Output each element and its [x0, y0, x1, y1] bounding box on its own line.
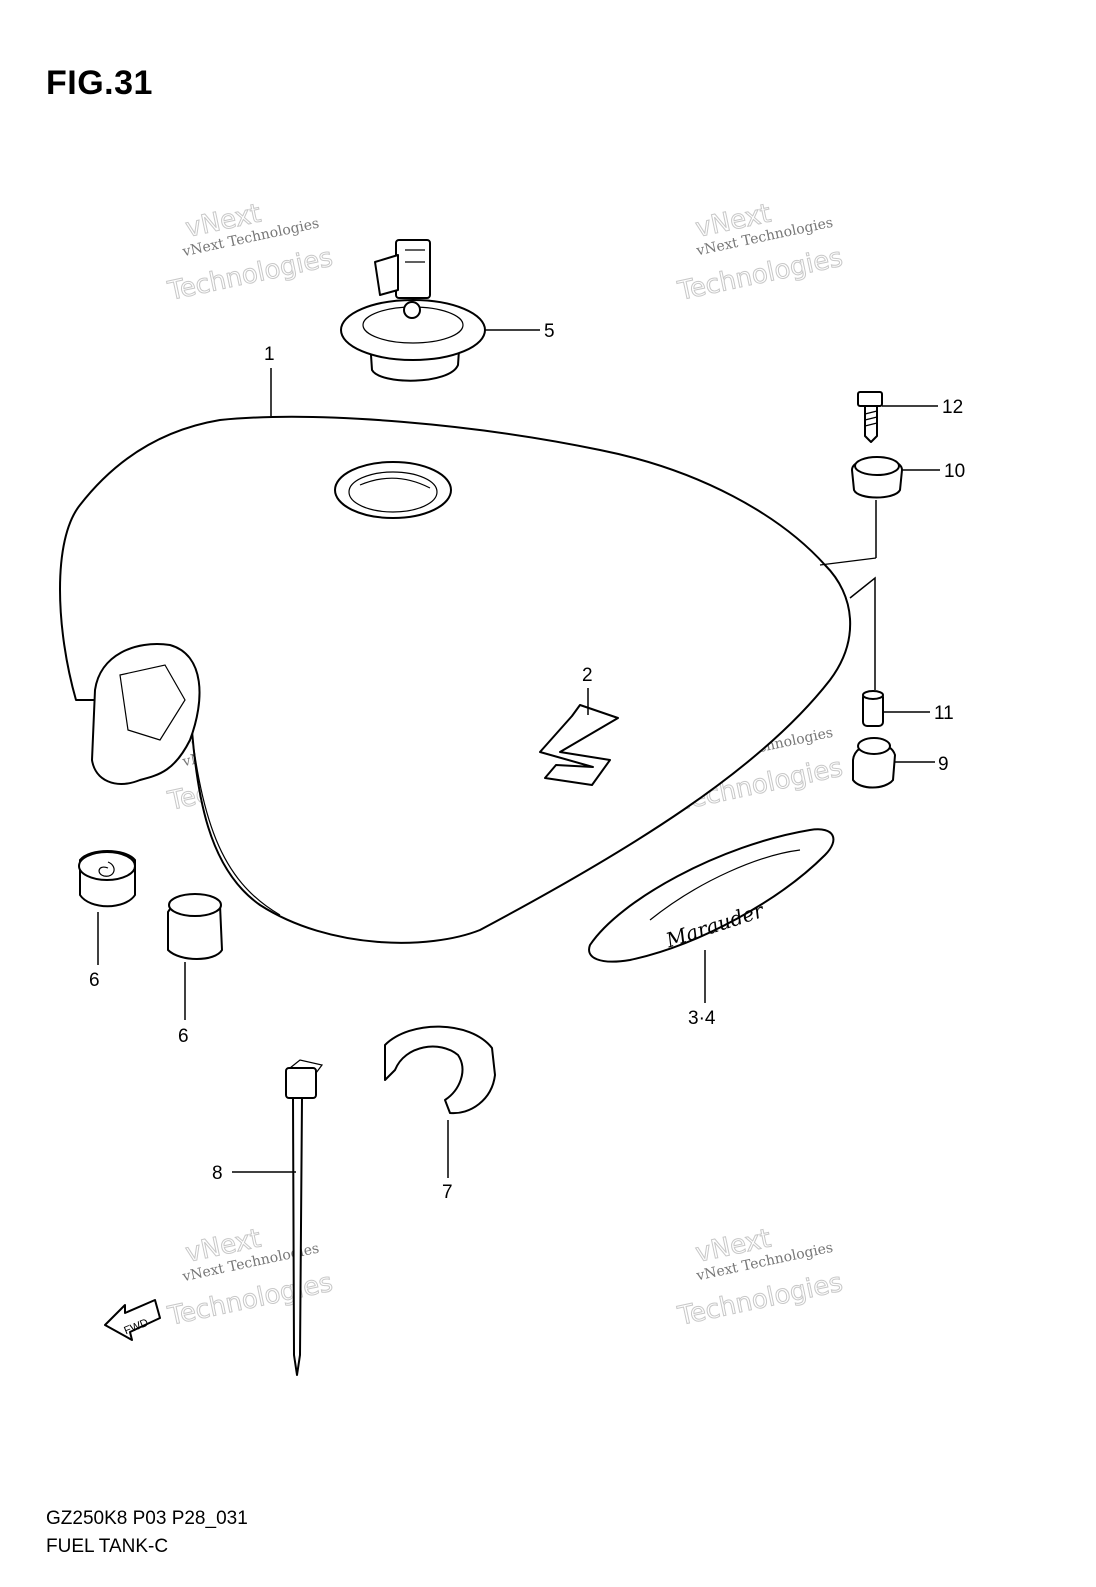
watermark-top-right: vNext Technologies vNext Technologies: [674, 198, 846, 307]
diagram-code: GZ250K8 P03 P28_031: [46, 1508, 248, 1529]
callout-12: 12: [942, 397, 963, 418]
callout-1: 1: [264, 344, 275, 365]
fuel-cap: [340, 239, 486, 382]
side-emblem: Marauder: [588, 828, 835, 963]
figure-title: FIG.31: [46, 64, 153, 102]
suzuki-s-emblem: [539, 704, 619, 786]
tank-clamp: [384, 1025, 496, 1115]
fuel-tank: [59, 415, 877, 944]
cushion-left: [78, 850, 136, 908]
leader-lines: [97, 329, 940, 1178]
callout-2: 2: [582, 665, 593, 686]
watermark-bottom-left: vNext Technologies vNext Technologies: [164, 1223, 336, 1332]
cable-tie: [285, 1059, 324, 1376]
forward-arrow-icon: FWD: [104, 1299, 161, 1341]
grommet-ring: [851, 456, 903, 499]
callout-8: 8: [212, 1163, 223, 1184]
callout-6-left: 6: [89, 970, 100, 991]
callout-9: 9: [938, 754, 949, 775]
callout-11: 11: [934, 703, 954, 724]
callout-3-4: 3·4: [688, 1008, 716, 1029]
watermark-bottom-right: vNext Technologies vNext Technologies: [674, 1223, 846, 1332]
collar: [862, 690, 884, 727]
callout-10: 10: [944, 461, 965, 482]
bolt: [857, 391, 883, 443]
watermark-top-left: vNext Technologies vNext Technologies: [164, 198, 336, 307]
cushion-right: [167, 893, 223, 960]
diagram-name: FUEL TANK-C: [46, 1536, 169, 1557]
callout-7: 7: [442, 1182, 453, 1203]
grommet: [852, 737, 896, 789]
callout-5: 5: [544, 321, 555, 342]
callout-6-right: 6: [178, 1026, 189, 1047]
